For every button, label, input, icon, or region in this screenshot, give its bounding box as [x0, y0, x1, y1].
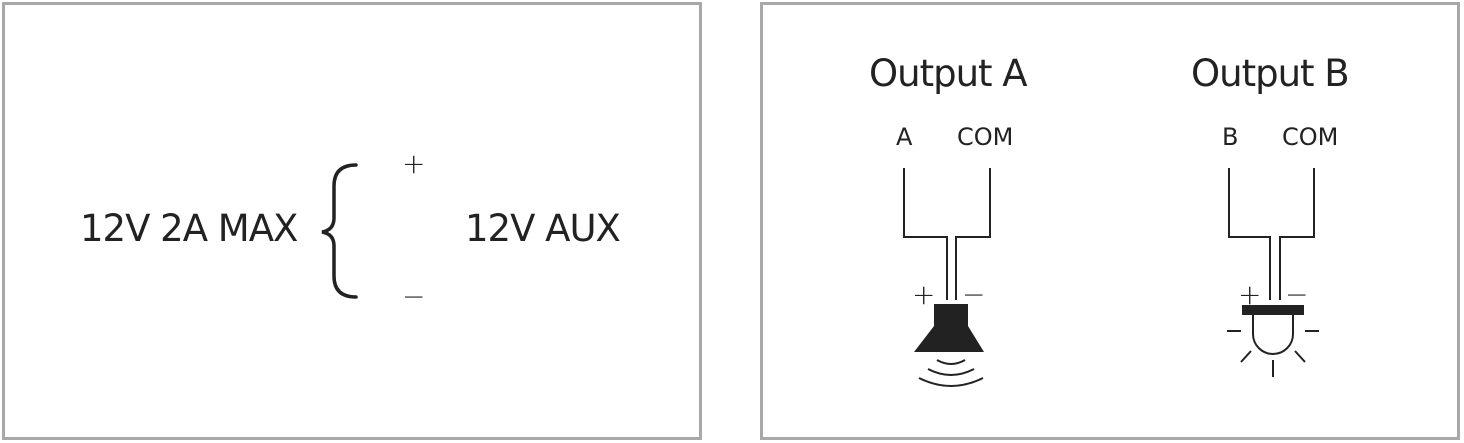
light-icon: [1227, 305, 1319, 377]
output-b-minus-label: −: [1285, 278, 1309, 311]
output-a-wire-negative: [955, 168, 991, 300]
curly-brace-icon: [321, 163, 358, 299]
output-a-title: Output A: [869, 52, 1028, 95]
outputs-panel: [760, 2, 1460, 440]
output-b-wire-negative: [1279, 168, 1315, 300]
speaker-icon: [914, 304, 984, 387]
supply-label: 12V 2A MAX: [80, 207, 298, 250]
output-b-title: Output B: [1191, 52, 1350, 95]
output-a-plus-label: +: [912, 278, 936, 311]
output-a-terminal-a: A: [896, 123, 913, 151]
output-a-minus-label: −: [962, 278, 986, 311]
output-b-terminal-com: COM: [1282, 123, 1339, 151]
output-b-terminal-b: B: [1222, 123, 1239, 151]
minus-terminal-label: −: [402, 280, 426, 313]
power-panel: [2, 2, 702, 440]
output-b-plus-label: +: [1238, 278, 1262, 311]
aux-label: 12V AUX: [465, 207, 621, 250]
output-b-wire-positive: [1228, 168, 1271, 300]
output-a-terminal-com: COM: [957, 123, 1014, 151]
plus-terminal-label: +: [402, 147, 426, 180]
output-a-wire-positive: [903, 168, 948, 300]
